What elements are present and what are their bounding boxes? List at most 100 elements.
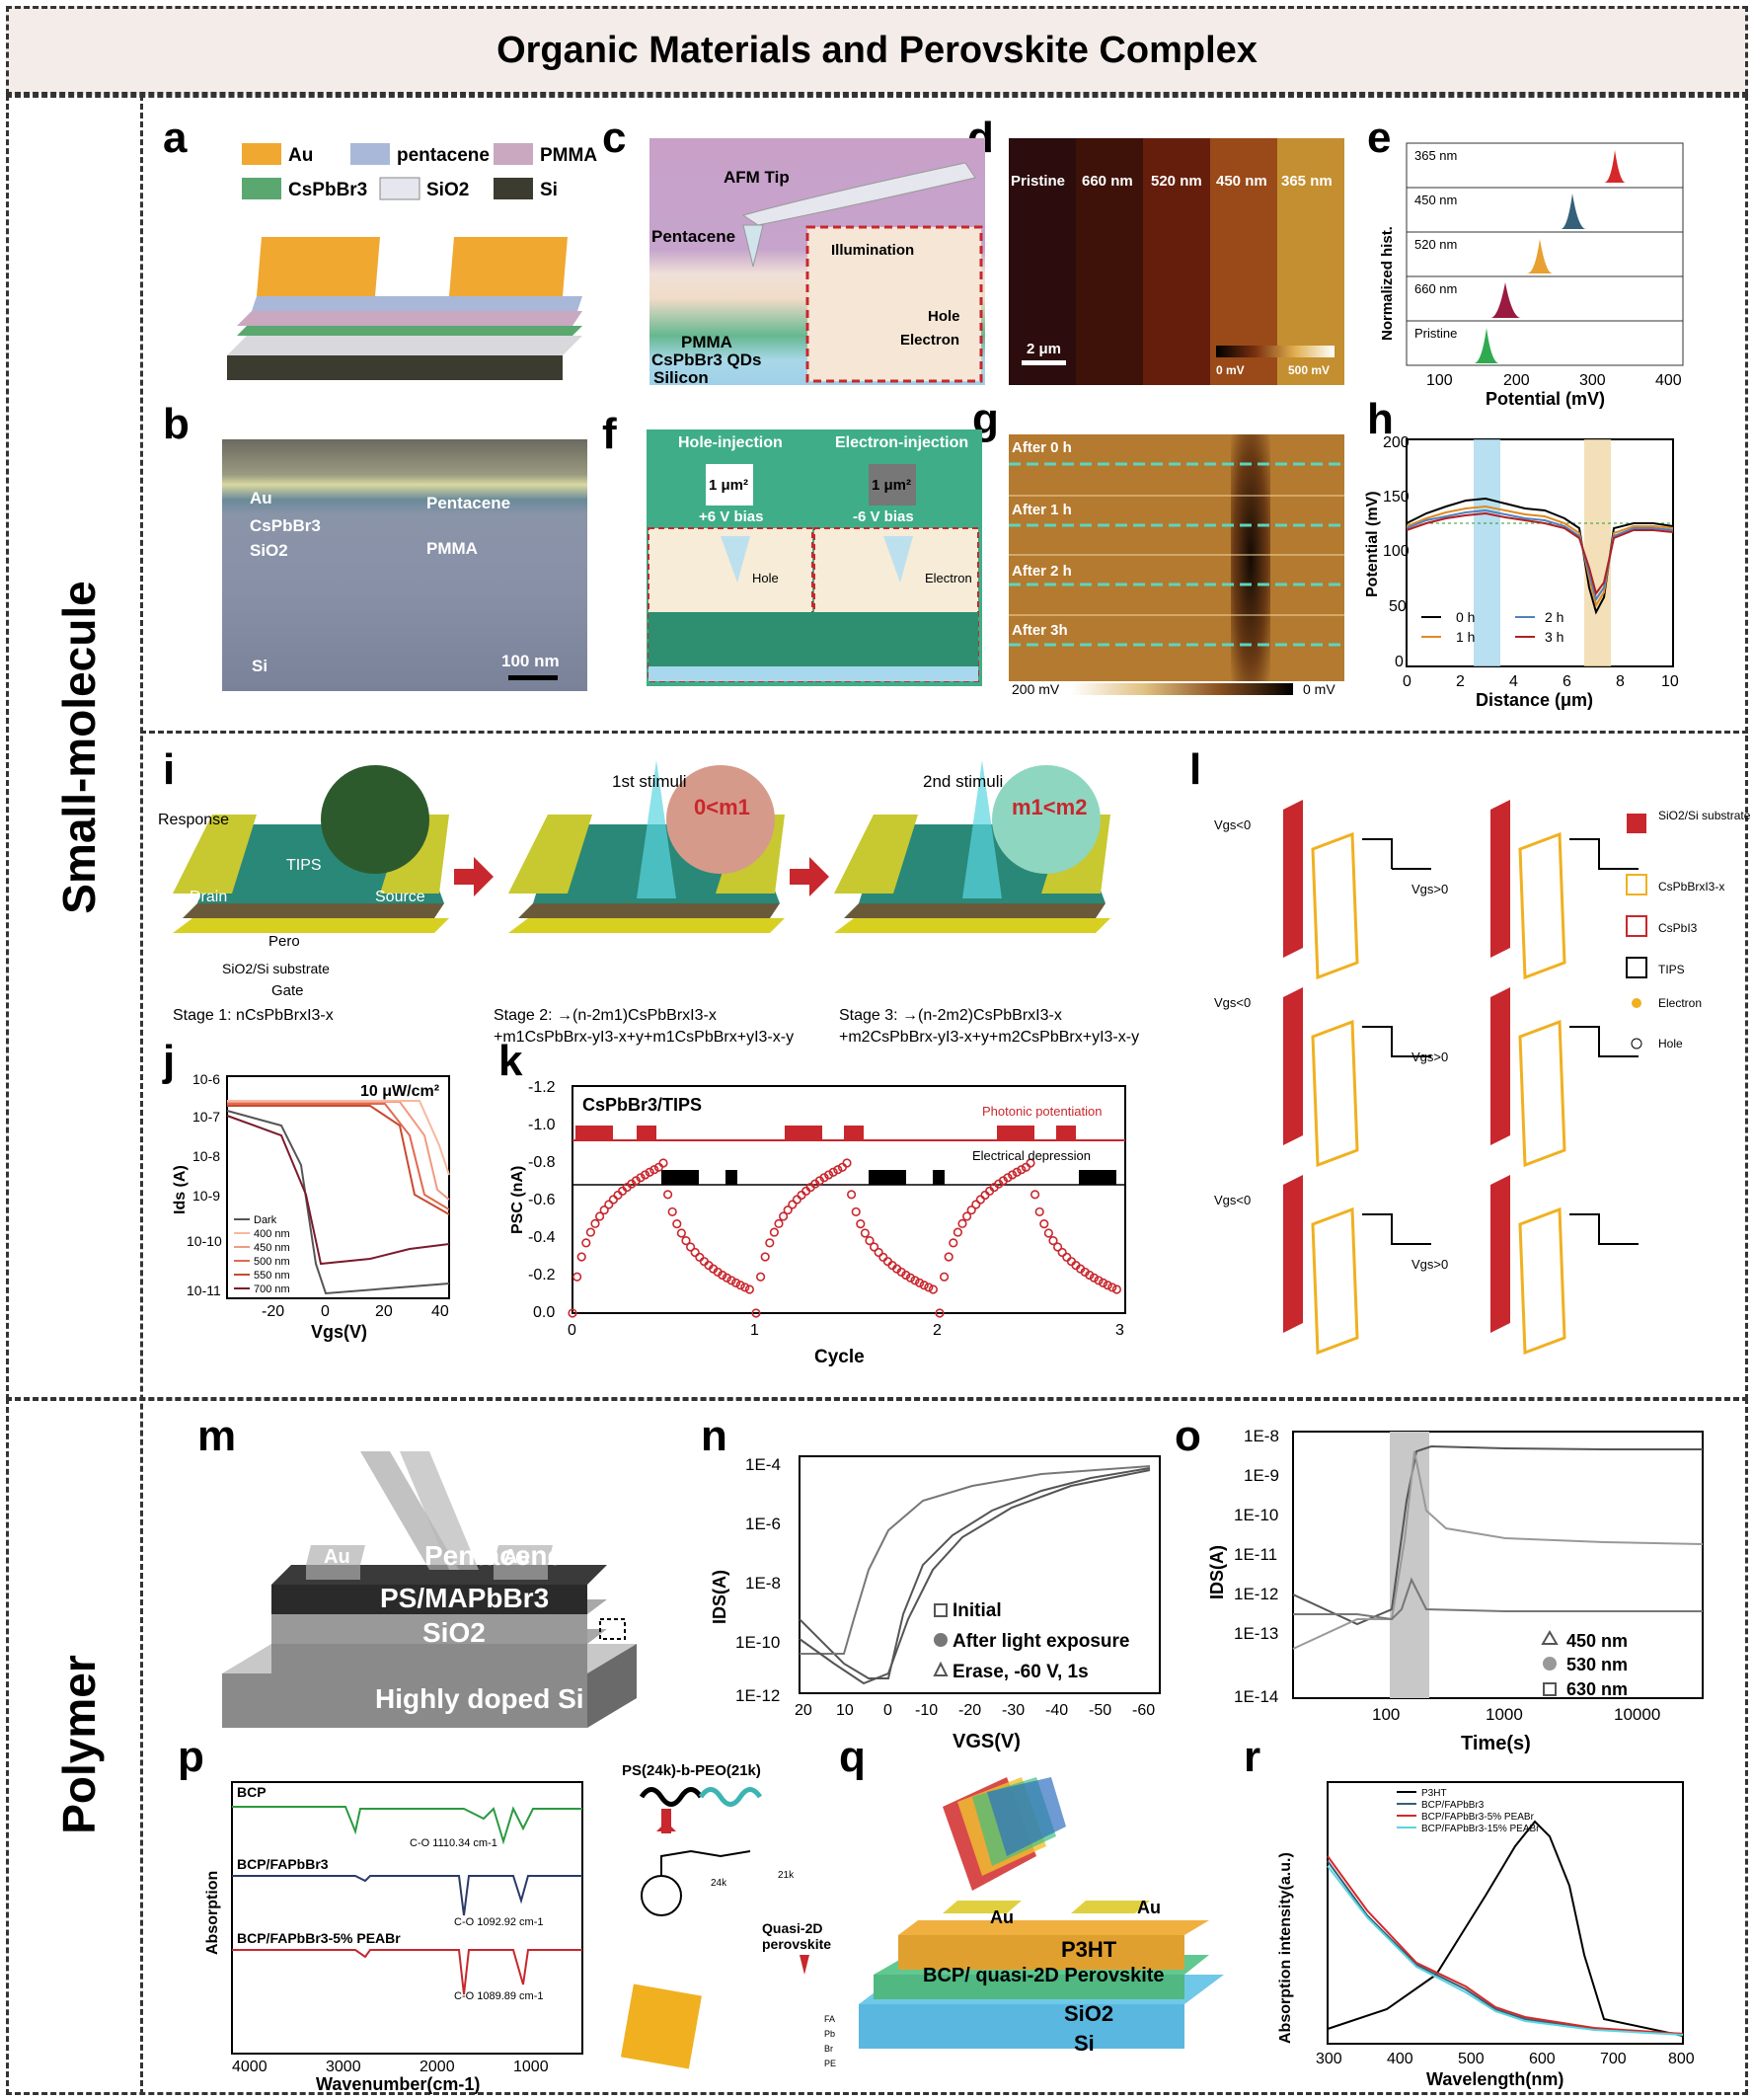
e-xtick-200: 200 xyxy=(1503,372,1530,389)
r-series-lines xyxy=(1327,1820,1684,2037)
n-series-lines xyxy=(799,1465,1151,1685)
legend-swatch-si xyxy=(494,178,533,199)
k-psc-marker xyxy=(645,1167,654,1177)
j-xtick-20: 20 xyxy=(375,1303,393,1320)
panel-i-device-stages xyxy=(173,760,1110,933)
k-psc-marker xyxy=(760,1252,770,1262)
l-vgs-neg-2: Vgs<0 xyxy=(1214,995,1251,1010)
h-xlabel: Distance (μm) xyxy=(1476,690,1593,710)
k-psc-marker xyxy=(751,1308,761,1318)
n-line-initial xyxy=(799,1467,1151,1679)
k-psc-marker xyxy=(568,1308,577,1318)
panel-label-n: n xyxy=(701,1412,727,1460)
legend-au: Au xyxy=(288,145,313,166)
k-psc-marker xyxy=(901,1270,911,1281)
j-ytick-1e-8: 10-8 xyxy=(192,1148,220,1164)
n-xtick-20: 20 xyxy=(795,1702,812,1719)
e-row-label-pristine: Pristine xyxy=(1414,326,1457,341)
section-label-polymer: Polymer xyxy=(53,1655,105,1834)
c-label-illumination: Illumination xyxy=(831,242,915,259)
i-label-gate: Gate xyxy=(271,982,304,999)
k-psc-marker xyxy=(1107,1283,1117,1292)
k-psc-marker xyxy=(1030,1190,1040,1200)
o-ytick-1e-10: 1E-10 xyxy=(1234,1506,1278,1524)
k-psc-marker xyxy=(860,1228,871,1238)
legend-pentacene: pentacene xyxy=(397,145,490,166)
j-xlabel: Vgs(V) xyxy=(311,1322,367,1342)
p-peak-2: C-O 1092.92 cm-1 xyxy=(454,1916,543,1928)
k-psc-marker xyxy=(1098,1278,1108,1287)
j-legend-700: 700 nm xyxy=(254,1283,290,1295)
c-label-pentacene: Pentacene xyxy=(651,227,736,246)
k-xtick-0: 0 xyxy=(568,1322,576,1339)
m-label-si: Highly doped Si xyxy=(375,1683,584,1714)
k-psc-marker xyxy=(870,1242,879,1252)
r-line-p3ht xyxy=(1327,1820,1684,2037)
h-xtick-6: 6 xyxy=(1563,673,1571,690)
k-psc-marker xyxy=(962,1211,972,1221)
d-label-660: 660 nm xyxy=(1082,173,1133,190)
k-ytick-neg0.2: -0.2 xyxy=(528,1267,556,1283)
c-label-afm-tip: AFM Tip xyxy=(724,168,790,187)
o-ytick-1e-9: 1E-9 xyxy=(1244,1466,1279,1485)
j-annotation: 10 μW/cm² xyxy=(360,1083,439,1100)
h-xtick-0: 0 xyxy=(1403,673,1411,690)
n-legend-erase: Erase, -60 V, 1s xyxy=(953,1662,1089,1682)
o-xtick-100: 100 xyxy=(1372,1705,1400,1724)
o-xtick-1000: 1000 xyxy=(1486,1705,1523,1724)
k-psc-marker xyxy=(1048,1235,1058,1246)
q-label-sio2: SiO2 xyxy=(1064,2001,1114,2026)
k-psc-marker xyxy=(731,1278,741,1287)
l-vgs-pos-2: Vgs>0 xyxy=(1411,1050,1448,1064)
m-label-au-left: Au xyxy=(324,1546,350,1568)
g-colorbar xyxy=(1071,683,1293,695)
q-label-si: Si xyxy=(1074,2031,1095,2056)
k-psc-marker xyxy=(636,1173,646,1183)
e-row-label-365: 365 nm xyxy=(1414,148,1457,163)
e-ylabel: Normalized hist. xyxy=(1379,226,1396,341)
n-xtick-neg10: -10 xyxy=(915,1702,938,1719)
k-psc-marker xyxy=(949,1238,958,1248)
i-stage1-device xyxy=(173,765,449,933)
k-psc-marker xyxy=(1008,1170,1018,1180)
n-xtick-neg20: -20 xyxy=(958,1702,981,1719)
p-ylabel: Absorption xyxy=(204,1871,221,1955)
i-stage3-text-b: +m2CsPbBrx-yI3-x+y+m2CsPbBrx+yI3-x-y xyxy=(839,1029,1140,1046)
i-stage3-device xyxy=(834,760,1110,933)
b-scale-bar xyxy=(508,675,558,680)
m-label-ps-mapbbr3: PS/MAPbBr3 xyxy=(380,1583,550,1613)
e-row-660 xyxy=(1406,275,1684,322)
k-psc-marker xyxy=(740,1283,750,1292)
section-divider xyxy=(140,95,143,2095)
l-legend-swatch-substrate xyxy=(1627,814,1646,833)
k-psc-marker xyxy=(935,1308,945,1318)
g-row-label-2h: After 2 h xyxy=(1012,563,1072,580)
o-line-530 xyxy=(1292,1450,1704,1650)
k-xtick-3: 3 xyxy=(1115,1322,1124,1339)
k-ytick-neg0.8: -0.8 xyxy=(528,1154,556,1171)
j-legend-400: 400 nm xyxy=(254,1228,290,1240)
d-label-365: 365 nm xyxy=(1281,173,1333,190)
f-area-left: 1 μm² xyxy=(709,477,749,494)
r-xtick-700: 700 xyxy=(1600,2051,1627,2067)
o-ytick-1e-12: 1E-12 xyxy=(1234,1585,1278,1603)
k-psc-marker xyxy=(966,1205,976,1215)
l-legend-cspbi3: CsPbI3 xyxy=(1658,921,1698,935)
k-title: CsPbBr3/TIPS xyxy=(582,1095,702,1115)
j-ytick-1e-9: 10-9 xyxy=(192,1188,220,1204)
f-hole-label: Hole xyxy=(752,571,779,585)
k-psc-marker xyxy=(865,1235,875,1246)
j-legend-500: 500 nm xyxy=(254,1256,290,1268)
b-label-pmma: PMMA xyxy=(426,539,478,558)
c-label-hole: Hole xyxy=(928,308,960,325)
k-psc-marker xyxy=(957,1218,967,1228)
m-label-au-right: Au xyxy=(503,1546,530,1568)
legend-swatch-sio2 xyxy=(379,177,420,200)
k-psc-marker xyxy=(824,1170,834,1180)
c-afm-tip xyxy=(741,162,983,383)
i-stimuli-2: 2nd stimuli xyxy=(923,772,1004,791)
legend-swatch-au xyxy=(242,143,281,165)
l-vgs-pos-1: Vgs>0 xyxy=(1411,882,1448,896)
legend-swatch-pentacene xyxy=(350,143,390,165)
title-bar xyxy=(6,6,1748,95)
